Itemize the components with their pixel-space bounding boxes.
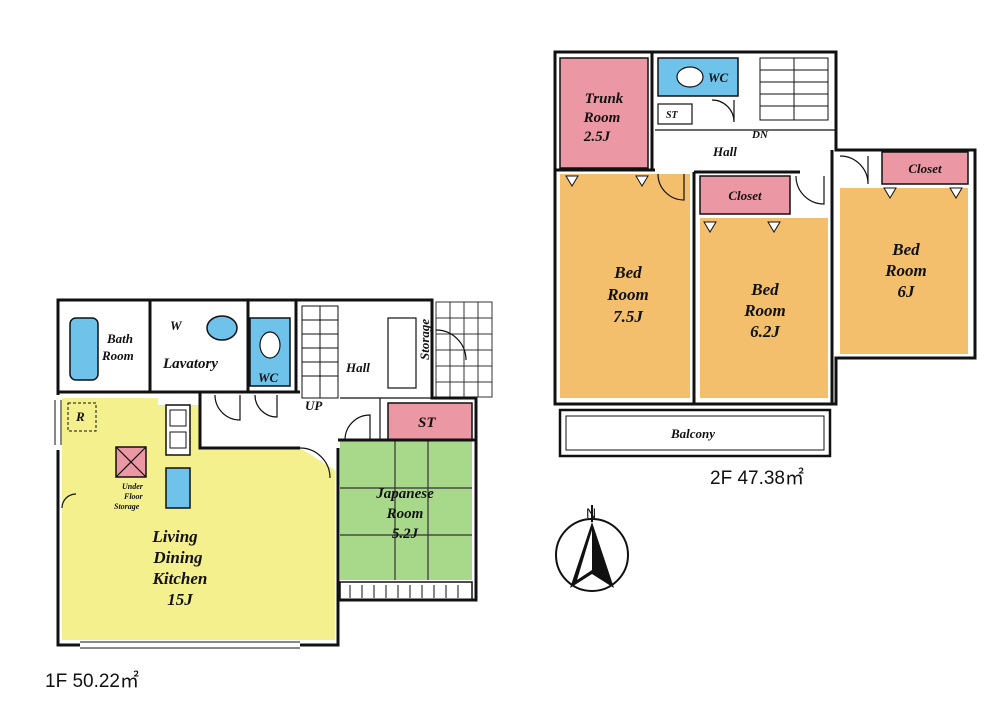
tatami-lines [340, 440, 472, 580]
under-floor-label-1: Under [122, 482, 144, 491]
closet-markers [565, 175, 963, 233]
second-floor-plan: Trunk Room 2.5J WC ST Hall DN Closet Clo… [553, 50, 977, 489]
ldk-label-4: 15J [167, 590, 193, 609]
refrigerator-box [67, 402, 97, 432]
dn-label: DN [751, 129, 769, 141]
refrigerator-label: R [75, 409, 85, 424]
japanese-room-area [340, 440, 472, 580]
st-1f-label: ST [418, 415, 436, 431]
stairs-2f [759, 57, 829, 121]
floor2-area-label: 2F 47.38㎡ [710, 466, 804, 489]
balcony-area [558, 408, 832, 458]
lavatory-mark: W [170, 318, 183, 333]
toilet-2f [676, 66, 704, 88]
hall-2f-label: Hall [712, 144, 737, 159]
japanese-room-label-1: Japanese [375, 486, 434, 502]
bed1-label-1: Bed [613, 263, 642, 282]
compass: N [555, 505, 629, 592]
japanese-room-label-2: Room [386, 506, 424, 522]
bath-room-label-1: Bath [106, 331, 133, 346]
closet-a-area [699, 175, 791, 215]
trunk-room-label-2: Room [583, 110, 621, 126]
bed1-label-2: Room [606, 285, 649, 304]
balcony-label: Balcony [670, 426, 715, 441]
walls-2f [553, 50, 977, 406]
storage-label: Storage [417, 319, 432, 360]
wash-basin [206, 315, 238, 341]
storage-closet-1f [387, 317, 417, 389]
bed2-label-1: Bed [750, 280, 779, 299]
windows-1f [54, 395, 300, 649]
bed3-label-1: Bed [891, 240, 920, 259]
bedroom-3-area [840, 188, 968, 354]
kitchen-sink [165, 467, 191, 509]
ldk-label-1: Living [151, 527, 198, 546]
st-2f-label: ST [666, 110, 679, 121]
under-floor-label-2: Floor [123, 492, 144, 501]
st-2f-area [657, 103, 693, 125]
door-swings-2f [657, 99, 869, 205]
wc-1f-label: WC [258, 370, 279, 385]
closet-b-label: Closet [908, 161, 942, 176]
trunk-room-label-1: Trunk [585, 91, 624, 107]
closet-b-area [881, 151, 969, 185]
engawa-strip [339, 581, 473, 601]
bath-room-label-2: Room [101, 348, 134, 363]
trunk-room-label-3: 2.5J [583, 129, 611, 145]
ldk-label-3: Kitchen [152, 569, 208, 588]
hall-1f-label: Hall [345, 360, 370, 375]
floor1-area-label: 1F 50.22㎡ [45, 669, 139, 692]
ldk-label-2: Dining [152, 548, 203, 567]
bed3-label-3: 6J [898, 282, 916, 301]
first-floor-plan: Bath Room Lavatory W WC Hall UP Storage … [45, 298, 493, 692]
bedroom-1-area [560, 174, 690, 398]
bathtub [69, 317, 99, 381]
bedroom-2-area [700, 218, 828, 398]
japanese-room-label-3: 5.2J [392, 526, 419, 542]
compass-label: N [586, 505, 596, 521]
lavatory-label: Lavatory [162, 356, 218, 372]
bed1-label-3: 7.5J [613, 307, 643, 326]
door-swings-1f [61, 329, 467, 509]
closet-a-label: Closet [728, 188, 762, 203]
bed2-label-3: 6.2J [750, 322, 780, 341]
under-floor-label-3: Storage [114, 502, 140, 511]
bed3-label-2: Room [884, 261, 927, 280]
up-label: UP [305, 398, 323, 413]
toilet-1f [259, 331, 281, 359]
trunk-room-area [559, 57, 649, 169]
bed2-label-2: Room [743, 301, 786, 320]
stairs-1f [301, 305, 339, 399]
wc-2f-label: WC [708, 70, 729, 85]
